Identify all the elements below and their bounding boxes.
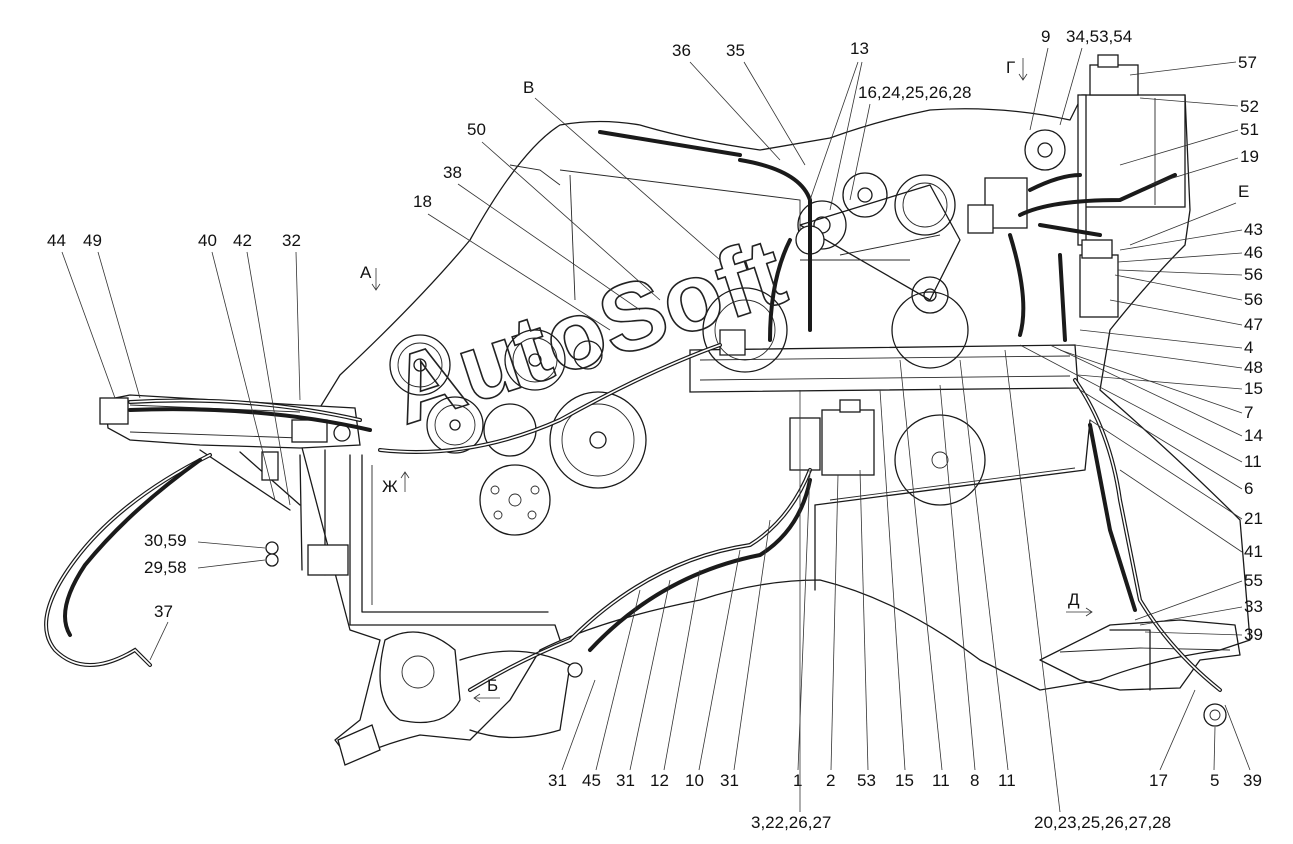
view-marker-e: Е	[1238, 182, 1249, 201]
callout-label: 6	[1244, 479, 1253, 498]
callout-label: 48	[1244, 358, 1263, 377]
callout-label: 15	[895, 771, 914, 790]
callout-label: 57	[1238, 53, 1257, 72]
callout-label: 21	[1244, 509, 1263, 528]
view-marker-g: Г	[1006, 58, 1015, 77]
callouts-left: 44 49 40 42 32 50 38 18 30,59 29,58 37	[47, 120, 661, 661]
lower-drum	[337, 631, 583, 766]
callout-label: 11	[998, 771, 1016, 790]
callout-label: 5	[1210, 771, 1219, 790]
callout-label: 55	[1244, 571, 1263, 590]
callout-label: 43	[1244, 220, 1263, 239]
callout-label: 20,23,25,26,27,28	[1034, 813, 1171, 832]
view-marker-zh: Ж	[382, 477, 398, 496]
main-beam	[689, 329, 1079, 393]
callout-label: 14	[1244, 426, 1263, 445]
callout-label: 33	[1244, 597, 1263, 616]
view-marker-a: А	[360, 263, 372, 282]
callout-label: 8	[970, 771, 979, 790]
callout-label: 45	[582, 771, 601, 790]
callout-label: 16,24,25,26,28	[858, 83, 971, 102]
callouts-top: 36 35 13 16,24,25,26,28 9 34,53,54 57	[672, 27, 1257, 211]
callout-label: 47	[1244, 315, 1263, 334]
sprocket-group	[389, 329, 647, 536]
view-marker-b: Б	[487, 676, 498, 695]
callout-label: 19	[1240, 147, 1259, 166]
callout-label: 39	[1244, 625, 1263, 644]
view-markers: А В Г Е Ж Б Д	[360, 58, 1249, 703]
callout-label: 17	[1149, 771, 1168, 790]
view-marker-v: В	[523, 78, 534, 97]
callout-label: 35	[726, 41, 745, 60]
callout-label: 18	[413, 192, 432, 211]
callout-label: 3,22,26,27	[751, 813, 831, 832]
callout-label: 2	[826, 771, 835, 790]
callout-label: 4	[1244, 338, 1253, 357]
valve-blocks	[789, 177, 1119, 476]
callout-label: 52	[1240, 97, 1259, 116]
view-marker-d: Д	[1068, 590, 1080, 609]
callout-label: 44	[47, 231, 66, 250]
callout-label: 10	[685, 771, 704, 790]
callout-label: 53	[857, 771, 876, 790]
callout-label: 11	[1244, 452, 1262, 471]
oil-tank	[1077, 54, 1186, 246]
callout-label: 41	[1244, 542, 1263, 561]
callout-label: 31	[616, 771, 635, 790]
callouts-bottom: 31 45 31 12 10 31 1 2 53 15 11 8 11 17 5…	[548, 349, 1262, 832]
callout-label: 1	[793, 771, 802, 790]
watermark: AutoSoft	[378, 218, 796, 445]
pulley-group	[702, 129, 1066, 506]
callout-label: 49	[83, 231, 102, 250]
callout-label: 7	[1244, 403, 1253, 422]
callout-label: 12	[650, 771, 669, 790]
callout-label: 31	[548, 771, 567, 790]
callout-label: 13	[850, 39, 869, 58]
callout-label: 31	[720, 771, 739, 790]
callout-label: 42	[233, 231, 252, 250]
callout-label: 56	[1244, 265, 1263, 284]
callouts-right: 52 51 19 43 46 56 56 47 4 48 15 7 14 11 …	[1019, 97, 1263, 644]
callout-label: 56	[1244, 290, 1263, 309]
callout-label: 36	[672, 41, 691, 60]
callout-label: 34,53,54	[1066, 27, 1132, 46]
callout-label: 30,59	[144, 531, 187, 550]
callout-label: 11	[932, 771, 950, 790]
callout-label: 9	[1041, 27, 1050, 46]
callout-label: 37	[154, 602, 173, 621]
callout-label: 39	[1243, 771, 1262, 790]
callout-label: 38	[443, 163, 462, 182]
callout-label: 32	[282, 231, 301, 250]
hose-lines	[44, 130, 1227, 727]
callout-label: 29,58	[144, 558, 187, 577]
callout-label: 50	[467, 120, 486, 139]
machine-body	[299, 94, 1251, 761]
callout-label: 46	[1244, 243, 1263, 262]
callout-label: 51	[1240, 120, 1259, 139]
callout-label: 15	[1244, 379, 1263, 398]
callout-label: 40	[198, 231, 217, 250]
